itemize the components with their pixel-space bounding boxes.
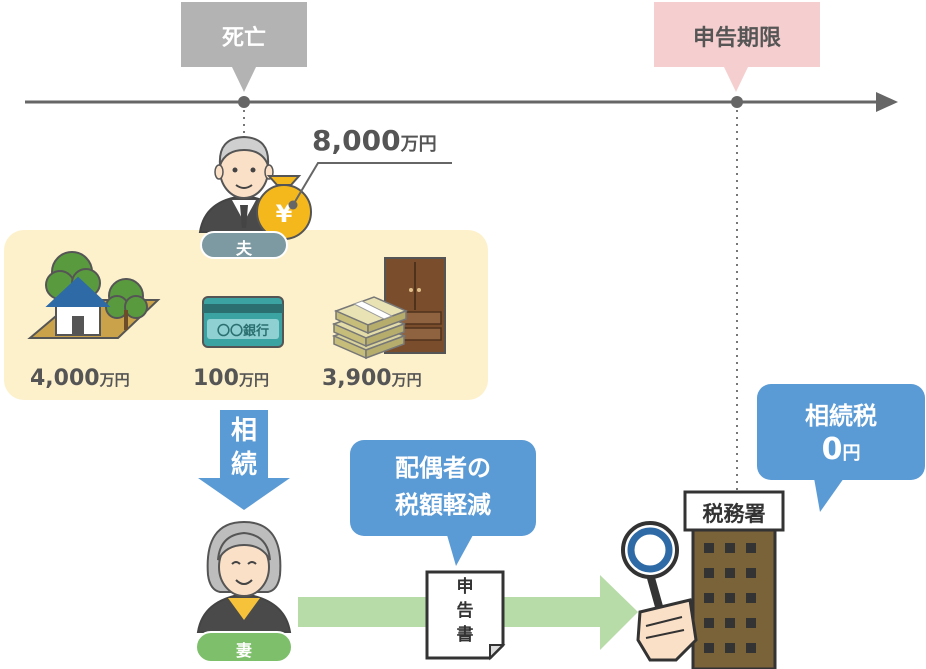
asset-amount-deposit: 100万円 [193,366,269,391]
husband-label: 夫 [235,239,252,258]
bank-card-icon [202,296,284,348]
death-tag-label: 死亡 [221,26,266,51]
wife-label: 妻 [235,641,252,660]
death-point [238,96,250,108]
tax-result-callout [757,384,925,512]
amount-leader-line [292,162,452,206]
tax-office-sign: 税務署 [702,502,766,526]
bank-card-text: 〇〇銀行 [216,324,269,339]
death-tag [181,2,307,92]
document-label: 申 告 書 [456,577,474,645]
wife-label-pill [195,631,293,663]
tax-result-amount: 0円 [821,432,861,467]
spouse-relief-callout-text: 配偶者の 税額軽減 [395,454,491,519]
document-icon [425,570,506,661]
inheritance-arrow-label: 相 続 [230,416,257,480]
hand-icon [636,598,698,662]
spouse-relief-callout [350,440,536,566]
svg-text:¥: ¥ [276,200,293,228]
asset-amount-real-estate: 4,000万円 [30,366,130,391]
estate-total-amount: 8,000万円 [312,124,437,157]
inheritance-arrow [198,410,290,510]
wife-icon [196,520,292,633]
magnifier-icon [621,521,698,662]
deadline-point [731,96,743,108]
asset-amount-other: 3,900万円 [322,366,422,391]
house-icon [27,251,161,339]
tax-office-building [683,490,785,669]
deadline-tag-label: 申告期限 [692,26,781,51]
leader-dot [288,200,298,210]
money-bundle-icon [331,296,409,360]
timeline-arrowhead [876,92,898,112]
deadline-tag [654,2,820,92]
tax-result-label: 相続税 [805,402,877,430]
husband-label-pill [200,231,288,259]
